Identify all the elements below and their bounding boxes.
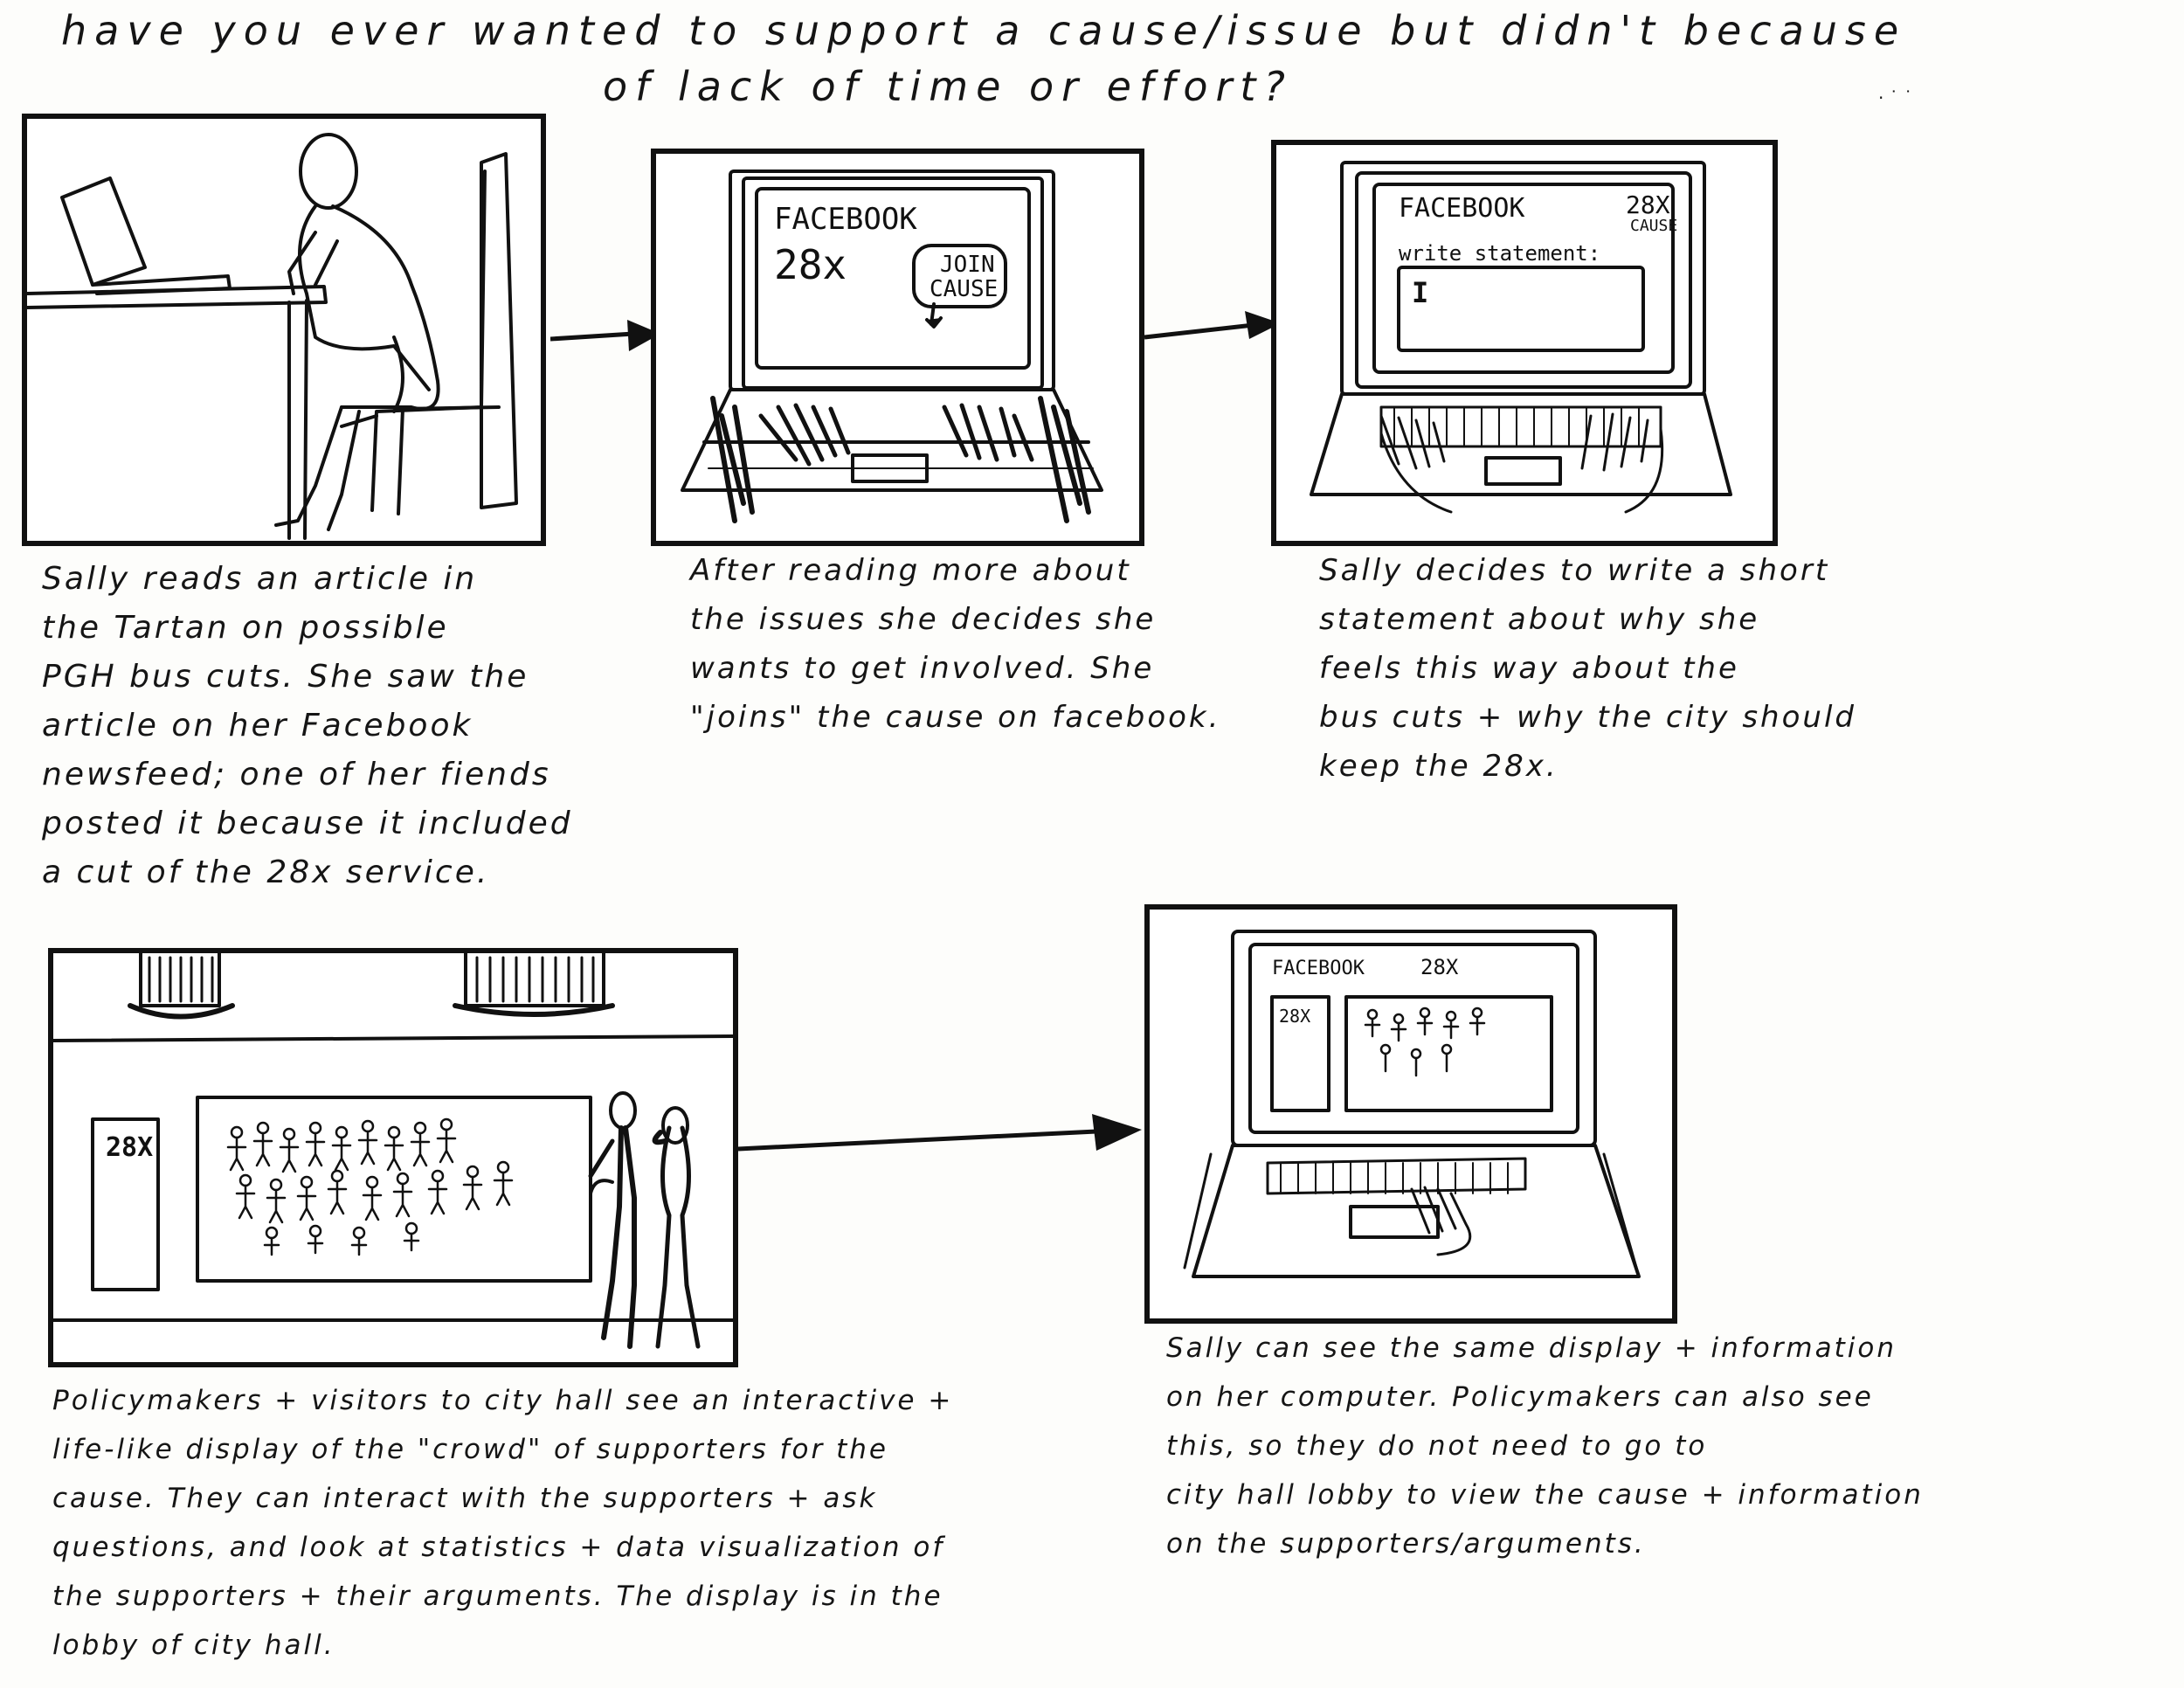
panel4-route-label: 28X xyxy=(106,1132,154,1163)
panel2-facebook-label: FACEBOOK xyxy=(774,202,917,237)
panel5-facebook-label: FACEBOOK xyxy=(1272,958,1365,979)
caption-line: keep the 28x. xyxy=(1319,749,1559,784)
sally-at-desk-illustration xyxy=(27,133,518,540)
storyboard-title-line-1: have you ever wanted to support a cause/… xyxy=(61,7,1907,54)
caption-line: questions, and look at statistics + data… xyxy=(52,1532,945,1563)
caption-line: posted it because it included xyxy=(42,806,573,841)
caption-line: Sally can see the same display + informa… xyxy=(1166,1332,1897,1364)
panel2-cause-label: CAUSE xyxy=(930,276,999,302)
panel3-text-cursor: I xyxy=(1412,276,1429,309)
caption-line: this, so they do not need to go to xyxy=(1166,1430,1708,1462)
panel3-cause-tag: CAUSE xyxy=(1630,217,1678,235)
caption-panel-1: Sally reads an article in the Tartan on … xyxy=(42,555,573,897)
caption-line: bus cuts + why the city should xyxy=(1319,700,1856,735)
panel-2-join-cause: FACEBOOK 28x JOIN CAUSE xyxy=(651,149,1144,546)
caption-line: Sally reads an article in xyxy=(42,561,478,597)
laptop-join-cause-illustration xyxy=(681,169,1103,523)
caption-line: statement about why she xyxy=(1319,602,1760,637)
caption-line: PGH bus cuts. She saw the xyxy=(42,659,529,695)
laptop-view-display-illustration xyxy=(1183,930,1641,1278)
laptop-write-statement-illustration xyxy=(1310,161,1732,514)
panel5-route-label: 28X xyxy=(1420,955,1459,979)
caption-panel-2: After reading more about the issues she … xyxy=(690,546,1220,742)
caption-line: city hall lobby to view the cause + info… xyxy=(1166,1479,1924,1511)
caption-line: feels this way about the xyxy=(1319,651,1739,686)
caption-line: newsfeed; one of her fiends xyxy=(42,757,551,792)
caption-panel-5: Sally can see the same display + informa… xyxy=(1166,1324,1924,1568)
caption-panel-4: Policymakers + visitors to city hall see… xyxy=(52,1376,953,1670)
stray-marks: · ˙ ˙ xyxy=(1878,87,1913,108)
caption-line: on her computer. Policymakers can also s… xyxy=(1166,1381,1874,1413)
caption-line: Sally decides to write a short xyxy=(1319,553,1830,588)
arrow-panel4-to-panel5 xyxy=(738,1114,1142,1152)
caption-line: wants to get involved. She xyxy=(690,651,1155,686)
panel-4-city-hall-display: 28X xyxy=(48,948,738,1367)
caption-line: the Tartan on possible xyxy=(42,610,449,646)
caption-line: a cut of the 28x service. xyxy=(42,854,490,890)
caption-line: article on her Facebook xyxy=(42,708,473,744)
panel5-side-route-label: 28X xyxy=(1279,1006,1311,1027)
caption-line: cause. They can interact with the suppor… xyxy=(52,1483,878,1514)
arrow-panel2-to-panel3 xyxy=(1144,311,1281,340)
caption-line: Policymakers + visitors to city hall see… xyxy=(52,1385,954,1416)
panel2-join-label: JOIN xyxy=(940,252,995,278)
panel2-route-label: 28x xyxy=(774,241,847,288)
storyboard-title-line-2: of lack of time or effort? xyxy=(603,63,1293,110)
panel3-facebook-label: FACEBOOK xyxy=(1399,193,1525,224)
arrow-panel1-to-panel2 xyxy=(550,320,660,351)
panel3-route-label: 28X xyxy=(1626,190,1670,219)
caption-line: the issues she decides she xyxy=(690,602,1157,637)
caption-line: After reading more about xyxy=(690,553,1131,588)
caption-line: "joins" the cause on facebook. xyxy=(690,700,1221,735)
panel-5-view-on-computer: FACEBOOK 28X 28X xyxy=(1144,904,1677,1324)
caption-line: lobby of city hall. xyxy=(52,1629,335,1661)
caption-line: life-like display of the "crowd" of supp… xyxy=(52,1434,888,1465)
caption-line: on the supporters/arguments. xyxy=(1166,1528,1646,1560)
panel-3-write-statement: FACEBOOK 28X CAUSE write statement: I xyxy=(1271,140,1778,546)
city-hall-lobby-illustration xyxy=(53,953,733,1349)
panel3-write-statement-prompt: write statement: xyxy=(1399,241,1601,266)
caption-line: the supporters + their arguments. The di… xyxy=(52,1581,943,1612)
panel-1-sally-reading xyxy=(22,114,546,546)
caption-panel-3: Sally decides to write a short statement… xyxy=(1319,546,1856,791)
